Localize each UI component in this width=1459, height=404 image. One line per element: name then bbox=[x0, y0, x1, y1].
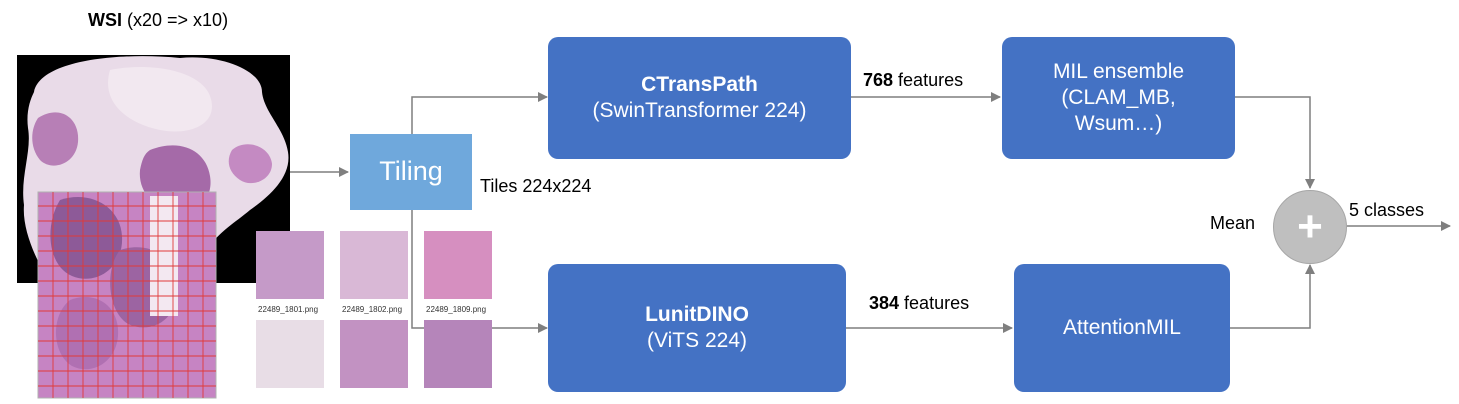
lunitdino-features-label: 384 features bbox=[869, 293, 970, 313]
wsi-title: WSI (x20 => x10) bbox=[88, 10, 229, 30]
ctranspath-detail: (SwinTransformer 224) bbox=[592, 99, 807, 122]
mil-to-mean-arrow bbox=[1235, 96, 1315, 189]
tiling-to-ctranspath-arrow bbox=[411, 92, 548, 134]
attention-mil-label: AttentionMIL bbox=[1063, 315, 1181, 339]
output-classes-label: 5 classes bbox=[1349, 200, 1425, 220]
tile-thumbnail bbox=[340, 231, 408, 299]
mil-ensemble-line2: (CLAM_MB, bbox=[1061, 85, 1176, 109]
tile-thumbnail bbox=[424, 320, 492, 388]
attention-to-mean-arrow bbox=[1230, 264, 1315, 329]
lunitdino-detail: (ViTS 224) bbox=[647, 329, 747, 352]
tile-thumbnail bbox=[256, 320, 324, 388]
tile-filename: 22489_1802.png bbox=[342, 305, 403, 314]
lunitdino-name: LunitDINO bbox=[645, 302, 749, 326]
tiling-to-lunitdino-arrow bbox=[411, 210, 548, 333]
tiling-box: Tiling bbox=[350, 134, 472, 210]
ctranspath-name: CTransPath bbox=[641, 72, 758, 96]
lunitdino-box: LunitDINO (ViTS 224) bbox=[548, 264, 846, 392]
mil-ensemble-line3: Wsum…) bbox=[1074, 112, 1163, 136]
tiling-label: Tiling bbox=[379, 156, 443, 187]
tile-filename: 22489_1801.png bbox=[258, 305, 319, 314]
tiles-size-label: Tiles 224x224 bbox=[480, 176, 592, 196]
tile-thumbnail bbox=[424, 231, 492, 299]
attention-mil-box: AttentionMIL bbox=[1014, 264, 1230, 392]
ctranspath-features-label: 768 features bbox=[863, 70, 964, 90]
plus-symbol: + bbox=[1297, 202, 1323, 251]
mean-plus-icon: + bbox=[1273, 190, 1347, 264]
ctranspath-box: CTransPath (SwinTransformer 224) bbox=[548, 37, 851, 159]
mil-ensemble-box: MIL ensemble (CLAM_MB, Wsum…) bbox=[1002, 37, 1235, 159]
mean-label: Mean bbox=[1210, 213, 1256, 233]
tile-thumbnail bbox=[340, 320, 408, 388]
tile-thumbnail bbox=[256, 231, 324, 299]
tile-filename: 22489_1809.png bbox=[426, 305, 487, 314]
mil-ensemble-line1: MIL ensemble bbox=[1052, 59, 1185, 83]
